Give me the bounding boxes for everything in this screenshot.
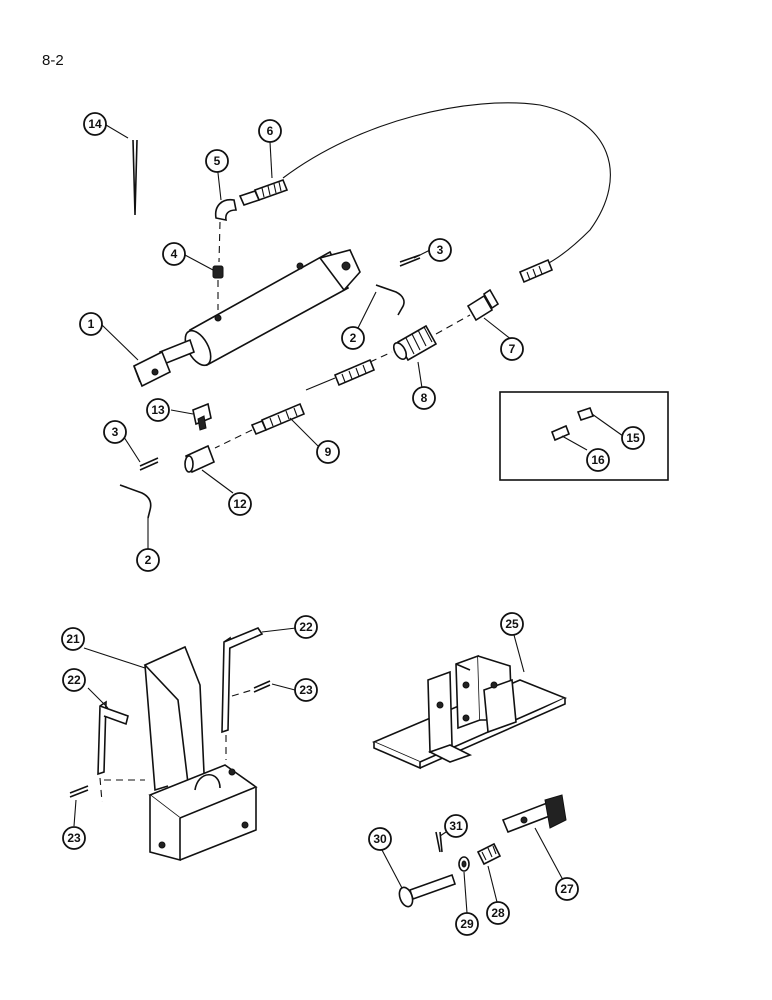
callout-25: 25 (500, 612, 524, 636)
svg-text:16: 16 (591, 453, 605, 467)
hose-end-6 (238, 178, 289, 206)
spring-28 (476, 842, 502, 866)
page-number: 8-2 (42, 52, 64, 69)
callout-13: 13 (146, 398, 170, 422)
adapter-7 (466, 288, 500, 322)
callout-2-lower: 2 (136, 548, 160, 572)
pin-22-left (97, 700, 129, 776)
callout-9: 9 (316, 440, 340, 464)
svg-text:8: 8 (421, 391, 428, 405)
fitting-13 (192, 402, 212, 431)
svg-text:12: 12 (233, 497, 247, 511)
hose-9 (250, 358, 376, 436)
leader-lines-lower-right (381, 634, 564, 914)
svg-text:15: 15 (626, 431, 640, 445)
callout-23-left: 23 (62, 826, 86, 850)
bracket-25 (371, 654, 568, 770)
svg-text:30: 30 (373, 832, 387, 846)
callout-22-left: 22 (62, 668, 86, 692)
svg-text:22: 22 (67, 673, 81, 687)
callout-15: 15 (621, 426, 645, 450)
washer-29 (458, 856, 470, 872)
callout-3-upper: 3 (428, 238, 452, 262)
callout-1: 1 (79, 312, 103, 336)
pin-30 (398, 873, 457, 908)
svg-text:23: 23 (67, 831, 81, 845)
svg-text:13: 13 (151, 403, 165, 417)
hose-cable (282, 102, 611, 266)
bracket-21 (143, 645, 258, 862)
cotter-pin-23-left (69, 785, 89, 798)
callout-29: 29 (455, 912, 479, 936)
pin-14 (132, 139, 138, 216)
cylinder-1 (132, 249, 361, 388)
svg-text:7: 7 (509, 342, 516, 356)
svg-text:5: 5 (214, 154, 221, 168)
cotter-pin-3-lower (139, 457, 159, 471)
hose-end-upper-right (518, 258, 554, 284)
svg-text:6: 6 (267, 124, 274, 138)
callout-12: 12 (228, 492, 252, 516)
svg-text:25: 25 (505, 617, 519, 631)
elbow-fitting-5 (214, 198, 237, 222)
callout-8: 8 (412, 386, 436, 410)
callout-21: 21 (61, 627, 85, 651)
quick-coupler-8 (392, 324, 438, 362)
callout-16: 16 (586, 448, 610, 472)
leader-lines-lower-left (73, 627, 297, 827)
callout-30: 30 (368, 827, 392, 851)
callout-31: 31 (444, 814, 468, 838)
svg-text:28: 28 (491, 906, 505, 920)
svg-text:27: 27 (560, 882, 574, 896)
callout-14: 14 (83, 112, 107, 136)
svg-text:4: 4 (171, 247, 178, 261)
callout-27: 27 (555, 877, 579, 901)
callout-22-right: 22 (294, 615, 318, 639)
callout-6: 6 (258, 119, 282, 143)
callout-4: 4 (162, 242, 186, 266)
svg-text:23: 23 (299, 683, 313, 697)
pin-2-upper (375, 284, 405, 316)
inset-box (499, 391, 669, 481)
callout-5: 5 (205, 149, 229, 173)
svg-text:14: 14 (88, 117, 102, 131)
callout-3-lower: 3 (103, 420, 127, 444)
svg-text:21: 21 (66, 632, 80, 646)
tee-fitting-12 (184, 444, 216, 474)
callout-23-right: 23 (294, 678, 318, 702)
svg-text:3: 3 (112, 425, 119, 439)
svg-text:2: 2 (350, 331, 357, 345)
fitting-4 (212, 265, 224, 279)
svg-text:22: 22 (299, 620, 313, 634)
latch-27 (501, 794, 567, 834)
cotter-pin-23-right (253, 680, 271, 693)
svg-text:29: 29 (460, 917, 474, 931)
callout-28: 28 (486, 901, 510, 925)
svg-text:31: 31 (449, 819, 463, 833)
pin-2-lower (119, 484, 152, 519)
pin-22-right (221, 627, 264, 734)
svg-text:1: 1 (88, 317, 95, 331)
svg-text:2: 2 (145, 553, 152, 567)
callout-2-upper: 2 (341, 326, 365, 350)
callout-7: 7 (500, 337, 524, 361)
leader-lines-upper (101, 124, 624, 550)
svg-text:9: 9 (325, 445, 332, 459)
svg-text:3: 3 (437, 243, 444, 257)
